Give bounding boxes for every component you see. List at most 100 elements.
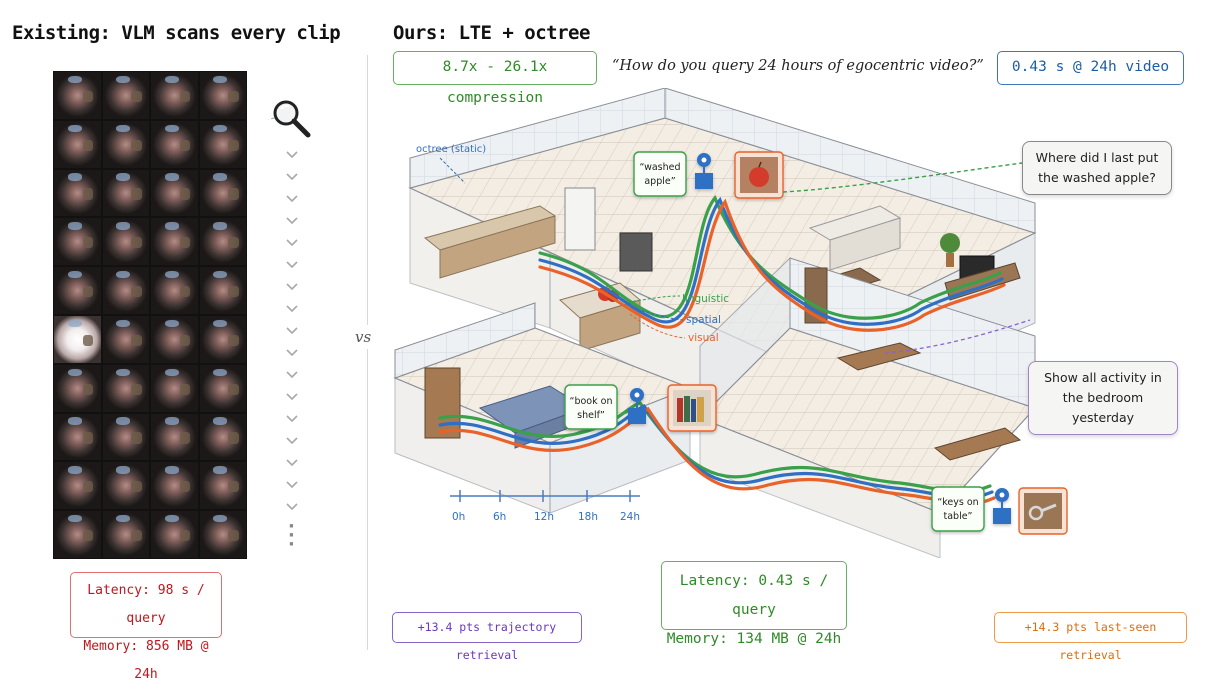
trajectory-ribbons (438, 194, 1006, 506)
our-method-title: Ours: LTE + octree (393, 22, 590, 44)
video-frame-thumbnail (102, 169, 149, 217)
chevron-down-icon (282, 480, 302, 502)
question-text: “How do you query 24 hours of egocentric… (612, 58, 984, 74)
video-frame-thumbnail (102, 120, 149, 168)
timeline-tick-24h: 24h (620, 511, 640, 523)
video-frame-thumbnail (102, 218, 149, 266)
modality-legend: linguistic spatial visual (627, 293, 729, 344)
chevron-down-icon (282, 392, 302, 414)
query-bubble-apple: Where did I last put the washed apple? (1022, 141, 1172, 195)
video-frame-thumbnail (199, 315, 246, 363)
video-frame-thumbnail (151, 169, 198, 217)
location-pin-icon (628, 388, 646, 424)
timeline-tick-6h: 6h (493, 511, 506, 523)
house-scene: 0h 6h 12h 18h 24h octree (static) lingui… (393, 88, 1037, 558)
video-frame-thumbnail (54, 120, 101, 168)
query-apple-line1: Where did I last put (1035, 150, 1159, 165)
location-pin-icon (993, 488, 1011, 524)
video-frame-thumbnail (199, 72, 246, 119)
video-frame-thumbnail (54, 267, 101, 314)
timeline-tick-12h: 12h (534, 511, 554, 523)
books-icon (673, 390, 711, 426)
video-frame-thumbnail (199, 169, 246, 217)
chevron-down-icon (282, 370, 302, 392)
kitchen-area (423, 187, 653, 352)
video-frame-thumbnail (102, 315, 149, 363)
callout-keys-line2: table” (944, 511, 973, 522)
legend-visual: visual (688, 332, 719, 344)
divider-line (367, 55, 368, 650)
video-frame-thumbnail (151, 462, 198, 510)
callout-apple-line2: apple” (644, 176, 675, 187)
video-frame-thumbnail (199, 413, 246, 461)
location-pin-icon (695, 153, 713, 189)
apple-icon (740, 157, 778, 193)
video-frame-thumbnail (54, 72, 101, 119)
timeline-tick-0h: 0h (452, 511, 465, 523)
video-frame-thumbnail (102, 267, 149, 314)
our-latency: Latency: 0.43 s / query (679, 573, 829, 618)
video-frame-thumbnail (151, 315, 198, 363)
timeline-tick-18h: 18h (578, 511, 598, 523)
video-frame-thumbnail (54, 315, 101, 363)
query-apple-line2: the washed apple? (1038, 170, 1156, 185)
video-frame-thumbnail (199, 364, 246, 412)
chevron-down-icon (282, 238, 302, 260)
callout-book-line2: shelf” (577, 410, 605, 421)
existing-memory: Memory: 856 MB @ 24h (83, 639, 209, 682)
video-frame-thumbnail (199, 267, 246, 314)
chevron-down-icon (282, 348, 302, 370)
video-frame-thumbnail (151, 267, 198, 314)
chevron-down-icon (282, 502, 302, 524)
chevron-down-icon (282, 414, 302, 436)
chevron-down-icon (282, 150, 302, 172)
callout-book-on-shelf: “book on shelf” (564, 384, 717, 432)
video-frame-thumbnail (199, 511, 246, 558)
speed-badge: 0.43 s @ 24h video (997, 51, 1184, 85)
video-frame-thumbnail (54, 413, 101, 461)
video-frame-thumbnail (199, 462, 246, 510)
callout-keys-on-table: “keys on table” (931, 486, 1011, 532)
octree-label: octree (static) (416, 144, 486, 184)
last-seen-retrieval-badge: +14.3 pts last-seen retrieval (994, 612, 1187, 662)
video-frame-thumbnail (199, 218, 246, 266)
query-bubble-bedroom: Show all activity in the bedroom yesterd… (1028, 361, 1178, 435)
chevron-down-icon (282, 216, 302, 238)
video-frame-thumbnail (102, 364, 149, 412)
search-icon (247, 95, 316, 147)
callout-keys-line1: “keys on (937, 497, 978, 508)
video-frame-thumbnail (54, 218, 101, 266)
legend-spatial: spatial (686, 314, 721, 326)
video-frame-thumbnail (199, 120, 246, 168)
chevron-down-icon (282, 194, 302, 216)
chevron-down-icon (282, 436, 302, 458)
our-memory: Memory: 134 MB @ 24h (666, 631, 842, 647)
vs-label: vs (355, 325, 372, 349)
our-stats-box: Latency: 0.43 s / query Memory: 134 MB @… (661, 561, 847, 647)
existing-stats-box: Latency: 98 s / query Memory: 856 MB @ 2… (70, 572, 222, 682)
callout-apple-line1: “washed (639, 162, 680, 173)
callout-washed-apple: “washed apple” (633, 151, 784, 199)
video-frame-thumbnail (151, 120, 198, 168)
video-frame-thumbnail (102, 72, 149, 119)
video-frame-thumbnail (151, 511, 198, 558)
video-frame-thumbnail (151, 413, 198, 461)
video-frame-thumbnail (102, 462, 149, 510)
chevron-down-icon (282, 326, 302, 348)
existing-latency: Latency: 98 s / query (87, 583, 205, 626)
video-frame-thumbnail (54, 169, 101, 217)
query-bedroom-line2: the bedroom yesterday (1062, 390, 1144, 425)
chevron-down-icon (282, 458, 302, 480)
legend-linguistic: linguistic (682, 293, 729, 305)
chevron-down-icon (282, 304, 302, 326)
timeline-axis: 0h 6h 12h 18h 24h (450, 490, 640, 523)
video-frame-thumbnail (54, 364, 101, 412)
callout-book-line1: “book on (570, 396, 613, 407)
compression-badge: 8.7x - 26.1x compression (393, 51, 597, 106)
video-frame-thumbnail (54, 462, 101, 510)
chevron-down-icon (282, 282, 302, 304)
keys-icon (1024, 493, 1062, 529)
chevron-down-icon (282, 172, 302, 194)
scan-progress-chevrons (282, 150, 302, 524)
video-frame-thumbnail (102, 413, 149, 461)
